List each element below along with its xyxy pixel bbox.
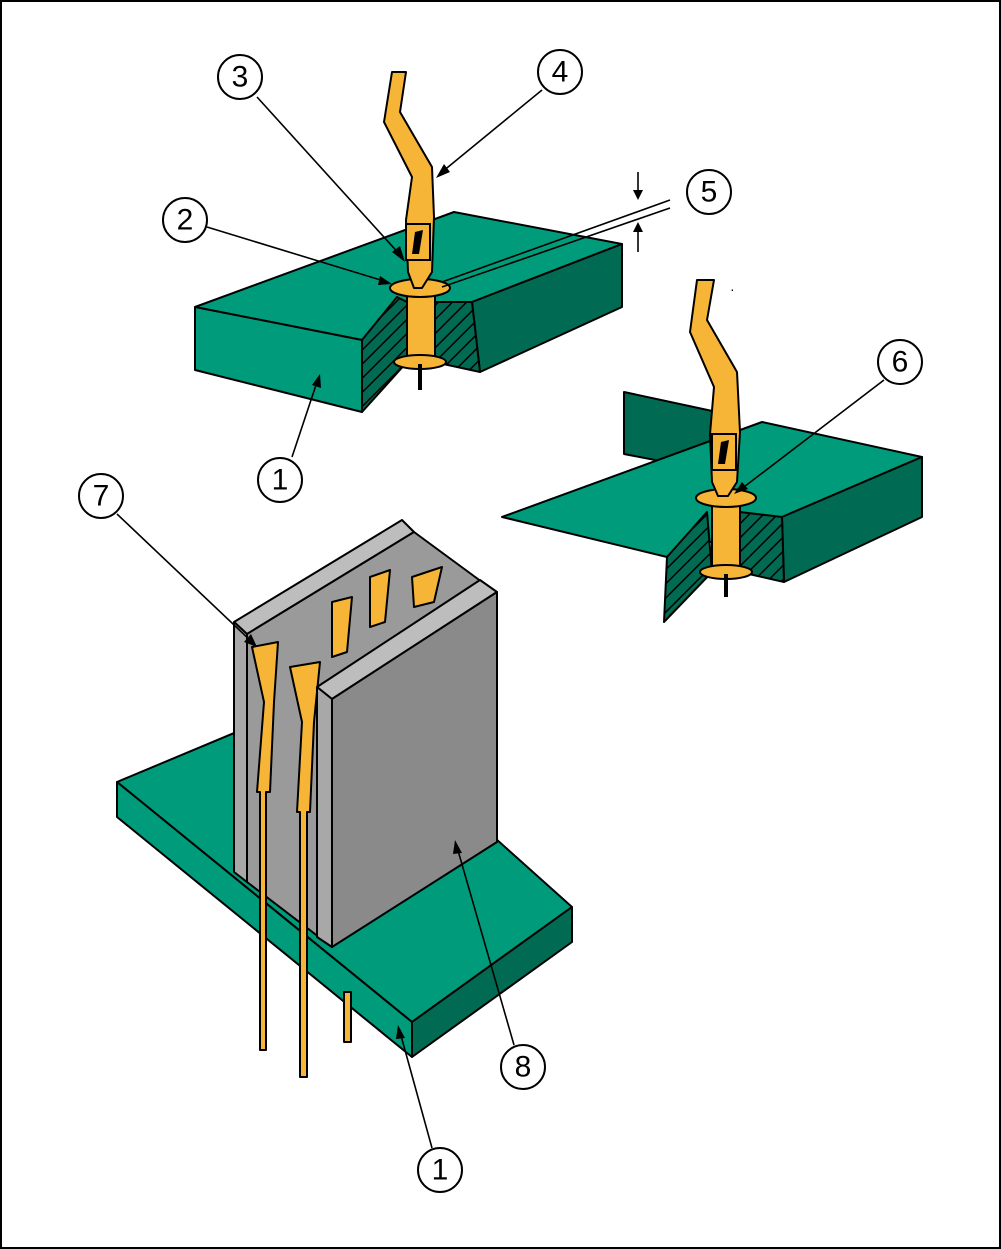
- callout-6: 6: [877, 339, 923, 385]
- callout-4: 4: [537, 49, 583, 95]
- callout-8: 8: [500, 1044, 546, 1090]
- callout-5: 5: [686, 169, 732, 215]
- plated-through-hole: [406, 291, 436, 363]
- bottom-board-side-face: [411, 906, 573, 1058]
- housing-front-face: [331, 591, 498, 948]
- top-board-assembly: [194, 71, 623, 413]
- contact-pin-5: [411, 566, 443, 608]
- callout-5-label: 5: [701, 176, 718, 209]
- pin-eye: [412, 230, 423, 254]
- contact-pin-tail: [343, 991, 352, 1043]
- callout-2: 2: [162, 197, 208, 243]
- contact-pin-1: [251, 641, 279, 1051]
- callout-1-top: 1: [257, 457, 303, 503]
- right-plated-hole: [711, 501, 741, 573]
- callout-3-label: 3: [232, 61, 249, 94]
- housing-front-side: [316, 686, 333, 948]
- callout-7: 7: [78, 473, 124, 519]
- right-board-assembly: ·: [501, 279, 923, 623]
- connector-contacts: [251, 566, 443, 1078]
- bottom-board-assembly: [116, 519, 573, 1078]
- callout-1-bottom-label: 1: [432, 1154, 449, 1187]
- callout-8-label: 8: [515, 1051, 532, 1084]
- callout-1-bottom: 1: [417, 1147, 463, 1193]
- callout-6-label: 6: [892, 346, 909, 379]
- callout-2-label: 2: [177, 204, 194, 237]
- contact-pin-3: [331, 596, 353, 658]
- svg-text:·: ·: [730, 281, 735, 297]
- thickness-dimension: [441, 172, 671, 288]
- callout-3: 3: [217, 54, 263, 100]
- callout-7-label: 7: [93, 480, 110, 513]
- contact-pin-4: [369, 569, 391, 628]
- callout-1-top-label: 1: [272, 464, 289, 497]
- callout-4-label: 4: [552, 56, 569, 89]
- leader-lines: [116, 89, 885, 1149]
- housing-rear-face: [233, 621, 248, 883]
